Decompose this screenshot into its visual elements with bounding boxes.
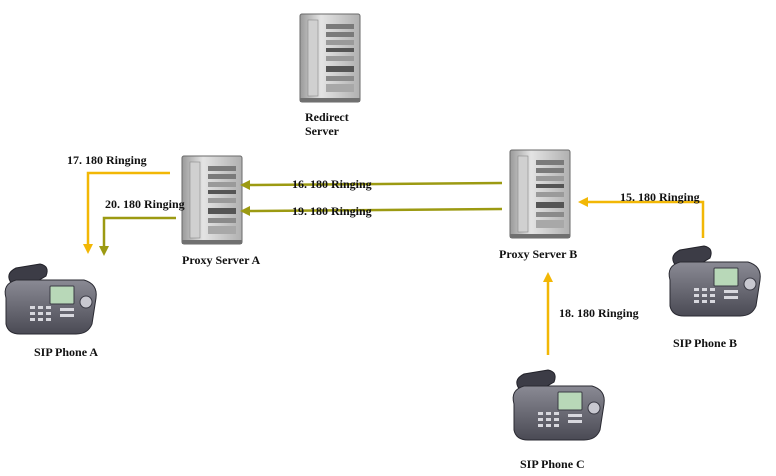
message-18-label: 18. 180 Ringing [559, 306, 639, 320]
message-19-label: 19. 180 Ringing [292, 204, 372, 218]
arrow-18 [543, 272, 553, 355]
sip-phone-a-icon [4, 263, 97, 335]
message-17-label: 17. 180 Ringing [67, 153, 147, 167]
sip-phone-b-label: SIP Phone B [673, 336, 738, 350]
message-20-label: 20. 180 Ringing [105, 197, 185, 211]
redirect-server-icon [299, 13, 361, 103]
proxy-server-b-label: Proxy Server B [499, 247, 578, 261]
proxy-server-b-icon [509, 149, 571, 239]
arrow-20 [99, 216, 176, 256]
sip-phone-c-label: SIP Phone C [520, 457, 585, 471]
sip-phone-b-icon [668, 245, 761, 317]
redirect-server-label: Redirect Server [305, 110, 349, 138]
arrow-16 [240, 180, 503, 190]
arrow-15 [578, 197, 705, 238]
sip-phone-a-label: SIP Phone A [34, 345, 99, 359]
message-16-label: 16. 180 Ringing [292, 177, 372, 191]
sip-phone-c-icon [512, 369, 605, 441]
redirect-server-label-line1: Redirect [305, 110, 349, 124]
message-15-label: 15. 180 Ringing [620, 190, 700, 204]
redirect-server-label-line2: Server [305, 124, 339, 138]
proxy-server-a-label: Proxy Server A [182, 253, 261, 267]
arrow-19 [240, 206, 503, 216]
arrow-17 [83, 171, 170, 254]
proxy-server-a-icon [181, 155, 243, 245]
